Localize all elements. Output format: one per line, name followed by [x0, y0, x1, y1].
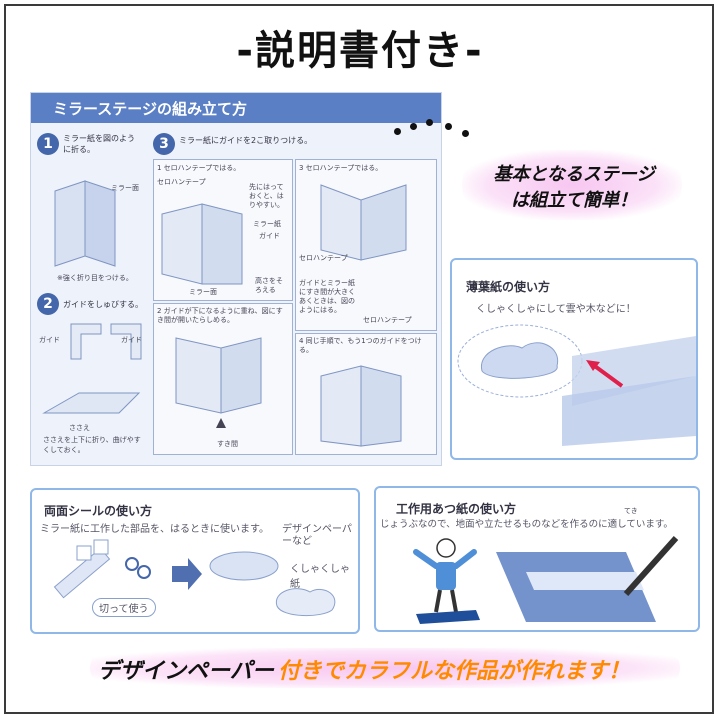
cardboard-panel: 工作用あつ紙の使い方 てき じょうぶなので、地面や立たせるものなどを作るのに適し…	[374, 486, 700, 632]
step3-s4: 4 同じ手順で、もう1つのガイドをつける。	[299, 337, 422, 354]
step1-number: 1	[37, 133, 59, 155]
bottom-part1: デザインペーパー	[98, 659, 274, 684]
tissue-text: くしゃくしゃにして雲や木などに！	[476, 304, 636, 315]
bottom-part2: 付きでカラフルな作品が作れます！	[278, 659, 631, 684]
step3-box4-illustration	[320, 365, 402, 447]
step3-s3a: セロハンテープ	[299, 254, 348, 262]
step2-label: ささえ	[69, 424, 90, 432]
tissue-panel: 薄葉紙の使い方 くしゃくしゃにして雲や木などに！	[450, 258, 698, 460]
step3-s1c: ミラー紙	[253, 220, 281, 228]
dot	[462, 130, 469, 137]
caption-bubble: 基本となるステージ は組立て簡単！	[462, 150, 682, 220]
step3-number: 3	[153, 133, 175, 155]
dot	[394, 128, 401, 135]
cardboard-text: じょうぶなので、地面や立たせるものなどを作るのに適しています。	[380, 519, 673, 530]
step1-label: ミラー面	[111, 184, 139, 192]
step3-box1-illustration	[161, 203, 243, 285]
step3-s3: 3 セロハンテープではる。	[299, 164, 383, 172]
step3-text: ミラー紙にガイドを2こ取りつける。	[179, 136, 313, 145]
step3-box2-illustration	[175, 337, 262, 428]
step2-guide-illustration	[70, 323, 142, 360]
step2-guide-a: ガイド	[39, 336, 60, 344]
step3-s1: 1 セロハンテープではる。	[157, 164, 241, 172]
step2-text: ガイドをしゅびする。	[63, 300, 143, 309]
step1-note: ※強く折り目をつける。	[57, 274, 133, 282]
step3-s3c: セロハンテープ	[363, 316, 412, 324]
sticker-label-design: デザインペーパーなど	[282, 524, 352, 547]
page-frame	[4, 4, 714, 714]
step3-s1f: ミラー面	[189, 288, 217, 296]
sticker-illustration	[53, 539, 336, 617]
manual-page: ミラーステージの組み立て方 1 ミラー紙を図のように折る。 ミラー面 ※強く折り…	[30, 92, 442, 466]
step1-illustration	[54, 180, 116, 267]
step1-text: ミラー紙を図のように折る。	[63, 134, 135, 154]
page-title: -説明書付き-	[236, 28, 484, 74]
dot	[426, 119, 433, 126]
caption-line1: 基本となるステージ	[493, 164, 655, 185]
step2-guide-b: ガイド	[121, 336, 142, 344]
step3-s2a: すき間	[217, 440, 238, 448]
caption-line2: は組立て簡単！	[511, 190, 637, 211]
step3-s1d: ガイド	[259, 232, 280, 240]
manual-header-text: ミラーステージの組み立て方	[53, 100, 247, 118]
step3-box3-illustration	[320, 184, 407, 261]
dot	[445, 123, 452, 130]
sticker-title: 両面シールの使い方	[44, 504, 153, 518]
tissue-illustration	[457, 324, 696, 446]
step2-support-illustration	[42, 392, 141, 414]
step3-s1b: 先にはっておくと、はりやすい。	[249, 183, 284, 209]
step3-s1a: セロハンテープ	[157, 178, 206, 186]
sticker-label-cut: 切って使う	[92, 598, 156, 617]
step3-s2: 2 ガイドが下になるように重ね、図にすき間が開いたらしめる。	[157, 307, 283, 324]
manual-header: ミラーステージの組み立て方	[31, 93, 441, 123]
dot	[410, 123, 417, 130]
step3-s1e: 高さをそろえる	[255, 277, 283, 294]
cardboard-ruby: てき	[624, 507, 638, 515]
sticker-label-crumple: くしゃくしゃ紙	[290, 564, 350, 590]
cardboard-illustration	[413, 536, 679, 624]
sticker-text: ミラー紙に工作した部品を、はるときに使います。	[40, 524, 269, 535]
bottom-banner: デザインペーパー 付きでカラフルな作品が作れます！	[90, 648, 680, 688]
step3-s3b: ガイドとミラー紙にすき間が大きくあくときは、図のようにはる。	[299, 279, 356, 314]
cardboard-title: 工作用あつ紙の使い方	[396, 502, 517, 516]
sticker-panel: 両面シールの使い方 ミラー紙に工作した部品を、はるときに使います。 デザインペー…	[30, 488, 360, 634]
tissue-title: 薄葉紙の使い方	[466, 280, 551, 294]
step2-note: ささえを上下に折り、曲げやすくしておく。	[43, 436, 141, 454]
step2-number: 2	[37, 293, 59, 315]
